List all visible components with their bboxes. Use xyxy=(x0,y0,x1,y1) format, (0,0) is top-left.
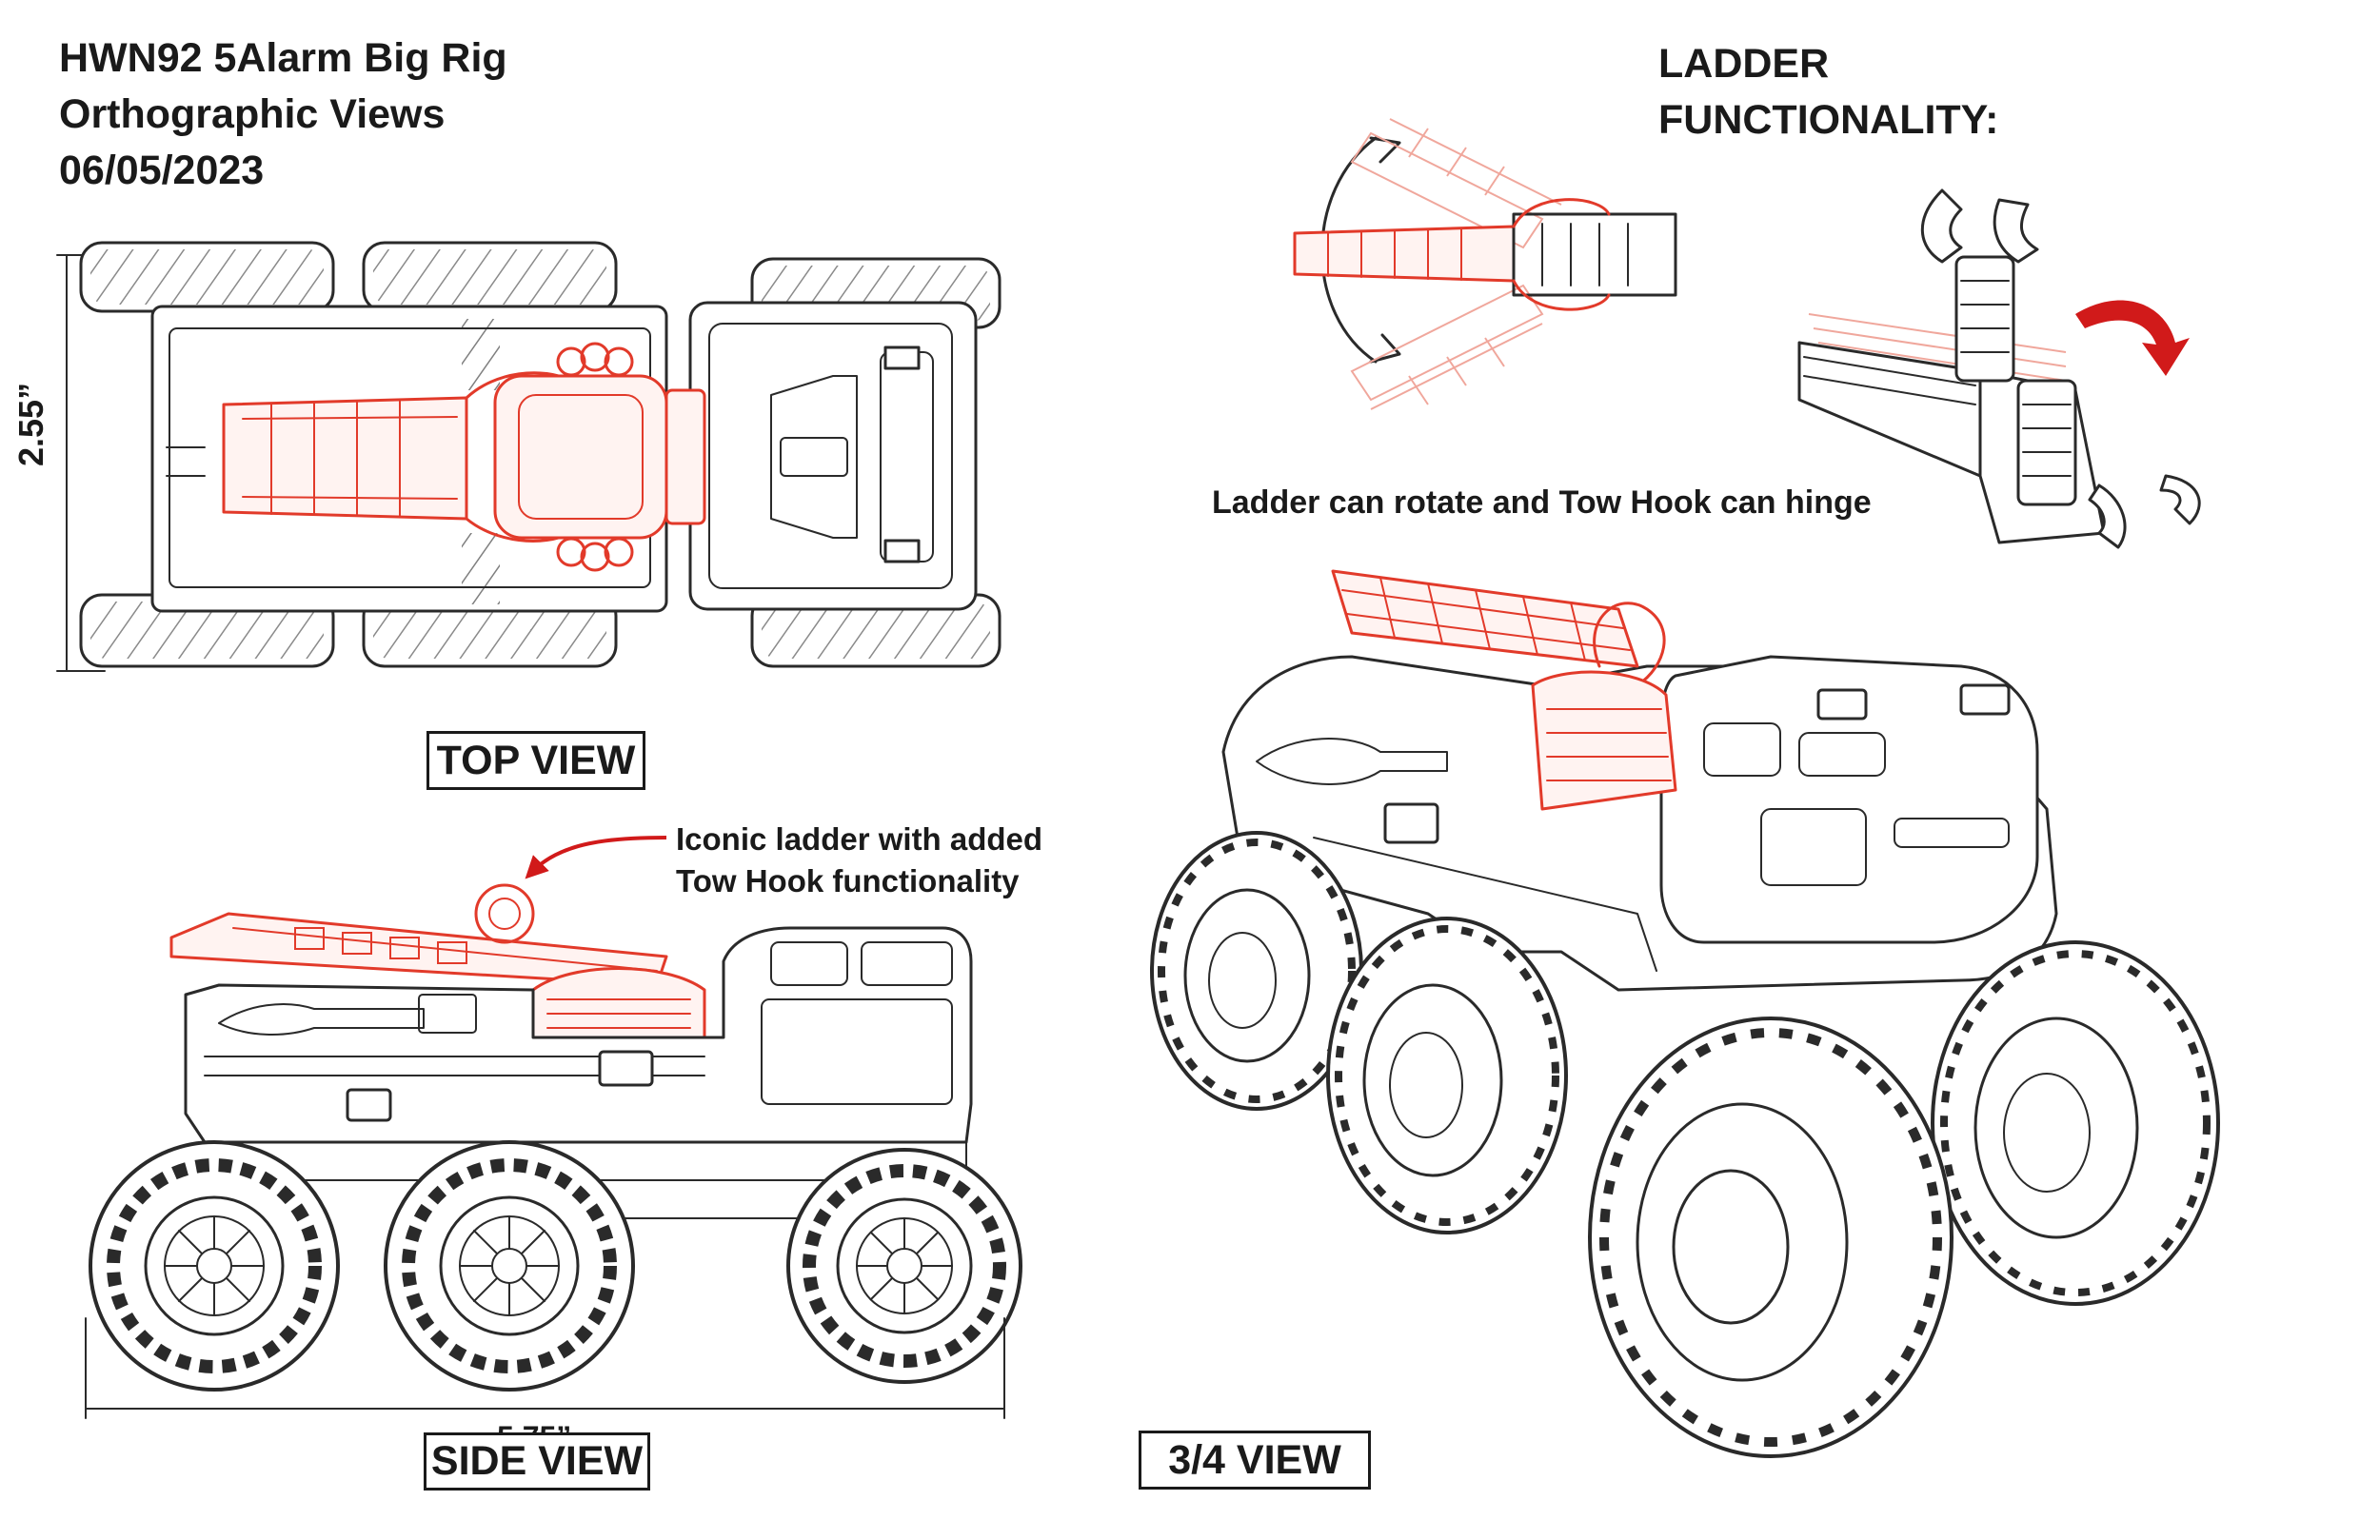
drawing-subtitle: Orthographic Views xyxy=(59,91,446,137)
ladder-functionality-caption: Ladder can rotate and Tow Hook can hinge xyxy=(1212,484,1872,521)
top-view-drawing xyxy=(56,241,1002,672)
three-quarter-wheel-rear xyxy=(1150,831,1363,1111)
tow-hook-ghost-lines xyxy=(1808,313,2067,382)
ladder-functionality-heading-line2: FUNCTIONALITY: xyxy=(1658,97,1999,143)
top-view-cab xyxy=(688,301,978,611)
tow-hook-hinge-diagram xyxy=(1797,188,2201,549)
side-view-wheels xyxy=(89,1140,1022,1392)
side-view-drawing xyxy=(85,836,1022,1419)
side-view-callout-line2: Tow Hook functionality xyxy=(676,863,1020,898)
side-view-callout-arrow xyxy=(525,836,667,879)
side-view-width-dimension-line xyxy=(85,1317,1005,1419)
side-view-label: SIDE VIEW xyxy=(424,1432,650,1491)
ladder-functionality-heading-line1: LADDER xyxy=(1658,41,1830,87)
three-quarter-wheel-front-near xyxy=(1588,1017,1954,1458)
top-view-hose-reel xyxy=(556,342,634,572)
three-quarter-ladder xyxy=(1331,569,1677,811)
ghost-ladder-up xyxy=(1350,118,1562,249)
side-view-hose-reel xyxy=(531,967,706,1039)
side-view-wheel-front xyxy=(786,1148,1022,1384)
top-view-height-dimension: 2.55” xyxy=(11,382,50,466)
side-view-wheel-rear xyxy=(89,1140,340,1392)
ghost-ladder-down xyxy=(1350,284,1544,410)
three-quarter-view-label: 3/4 VIEW xyxy=(1139,1431,1371,1490)
three-quarter-body xyxy=(1221,655,2058,992)
three-quarter-wheel-middle xyxy=(1326,917,1568,1234)
hinge-arrow xyxy=(2075,300,2190,376)
side-view-callout-line1: Iconic ladder with added xyxy=(676,821,1043,857)
drawing-date: 06/05/2023 xyxy=(59,148,265,193)
top-view-label: TOP VIEW xyxy=(426,731,645,790)
three-quarter-wheel-front-far xyxy=(1931,940,2220,1306)
top-view-ladder xyxy=(222,342,706,572)
side-view-ladder xyxy=(169,883,706,1039)
three-quarter-view-drawing xyxy=(1150,569,2220,1458)
three-quarter-wheels xyxy=(1150,831,2220,1458)
ladder-rotate-diagram xyxy=(1293,118,1677,410)
side-view-wheel-middle xyxy=(384,1140,635,1392)
drawing-title: HWN92 5Alarm Big Rig xyxy=(59,35,507,81)
rotate-ladder-main xyxy=(1293,198,1677,311)
